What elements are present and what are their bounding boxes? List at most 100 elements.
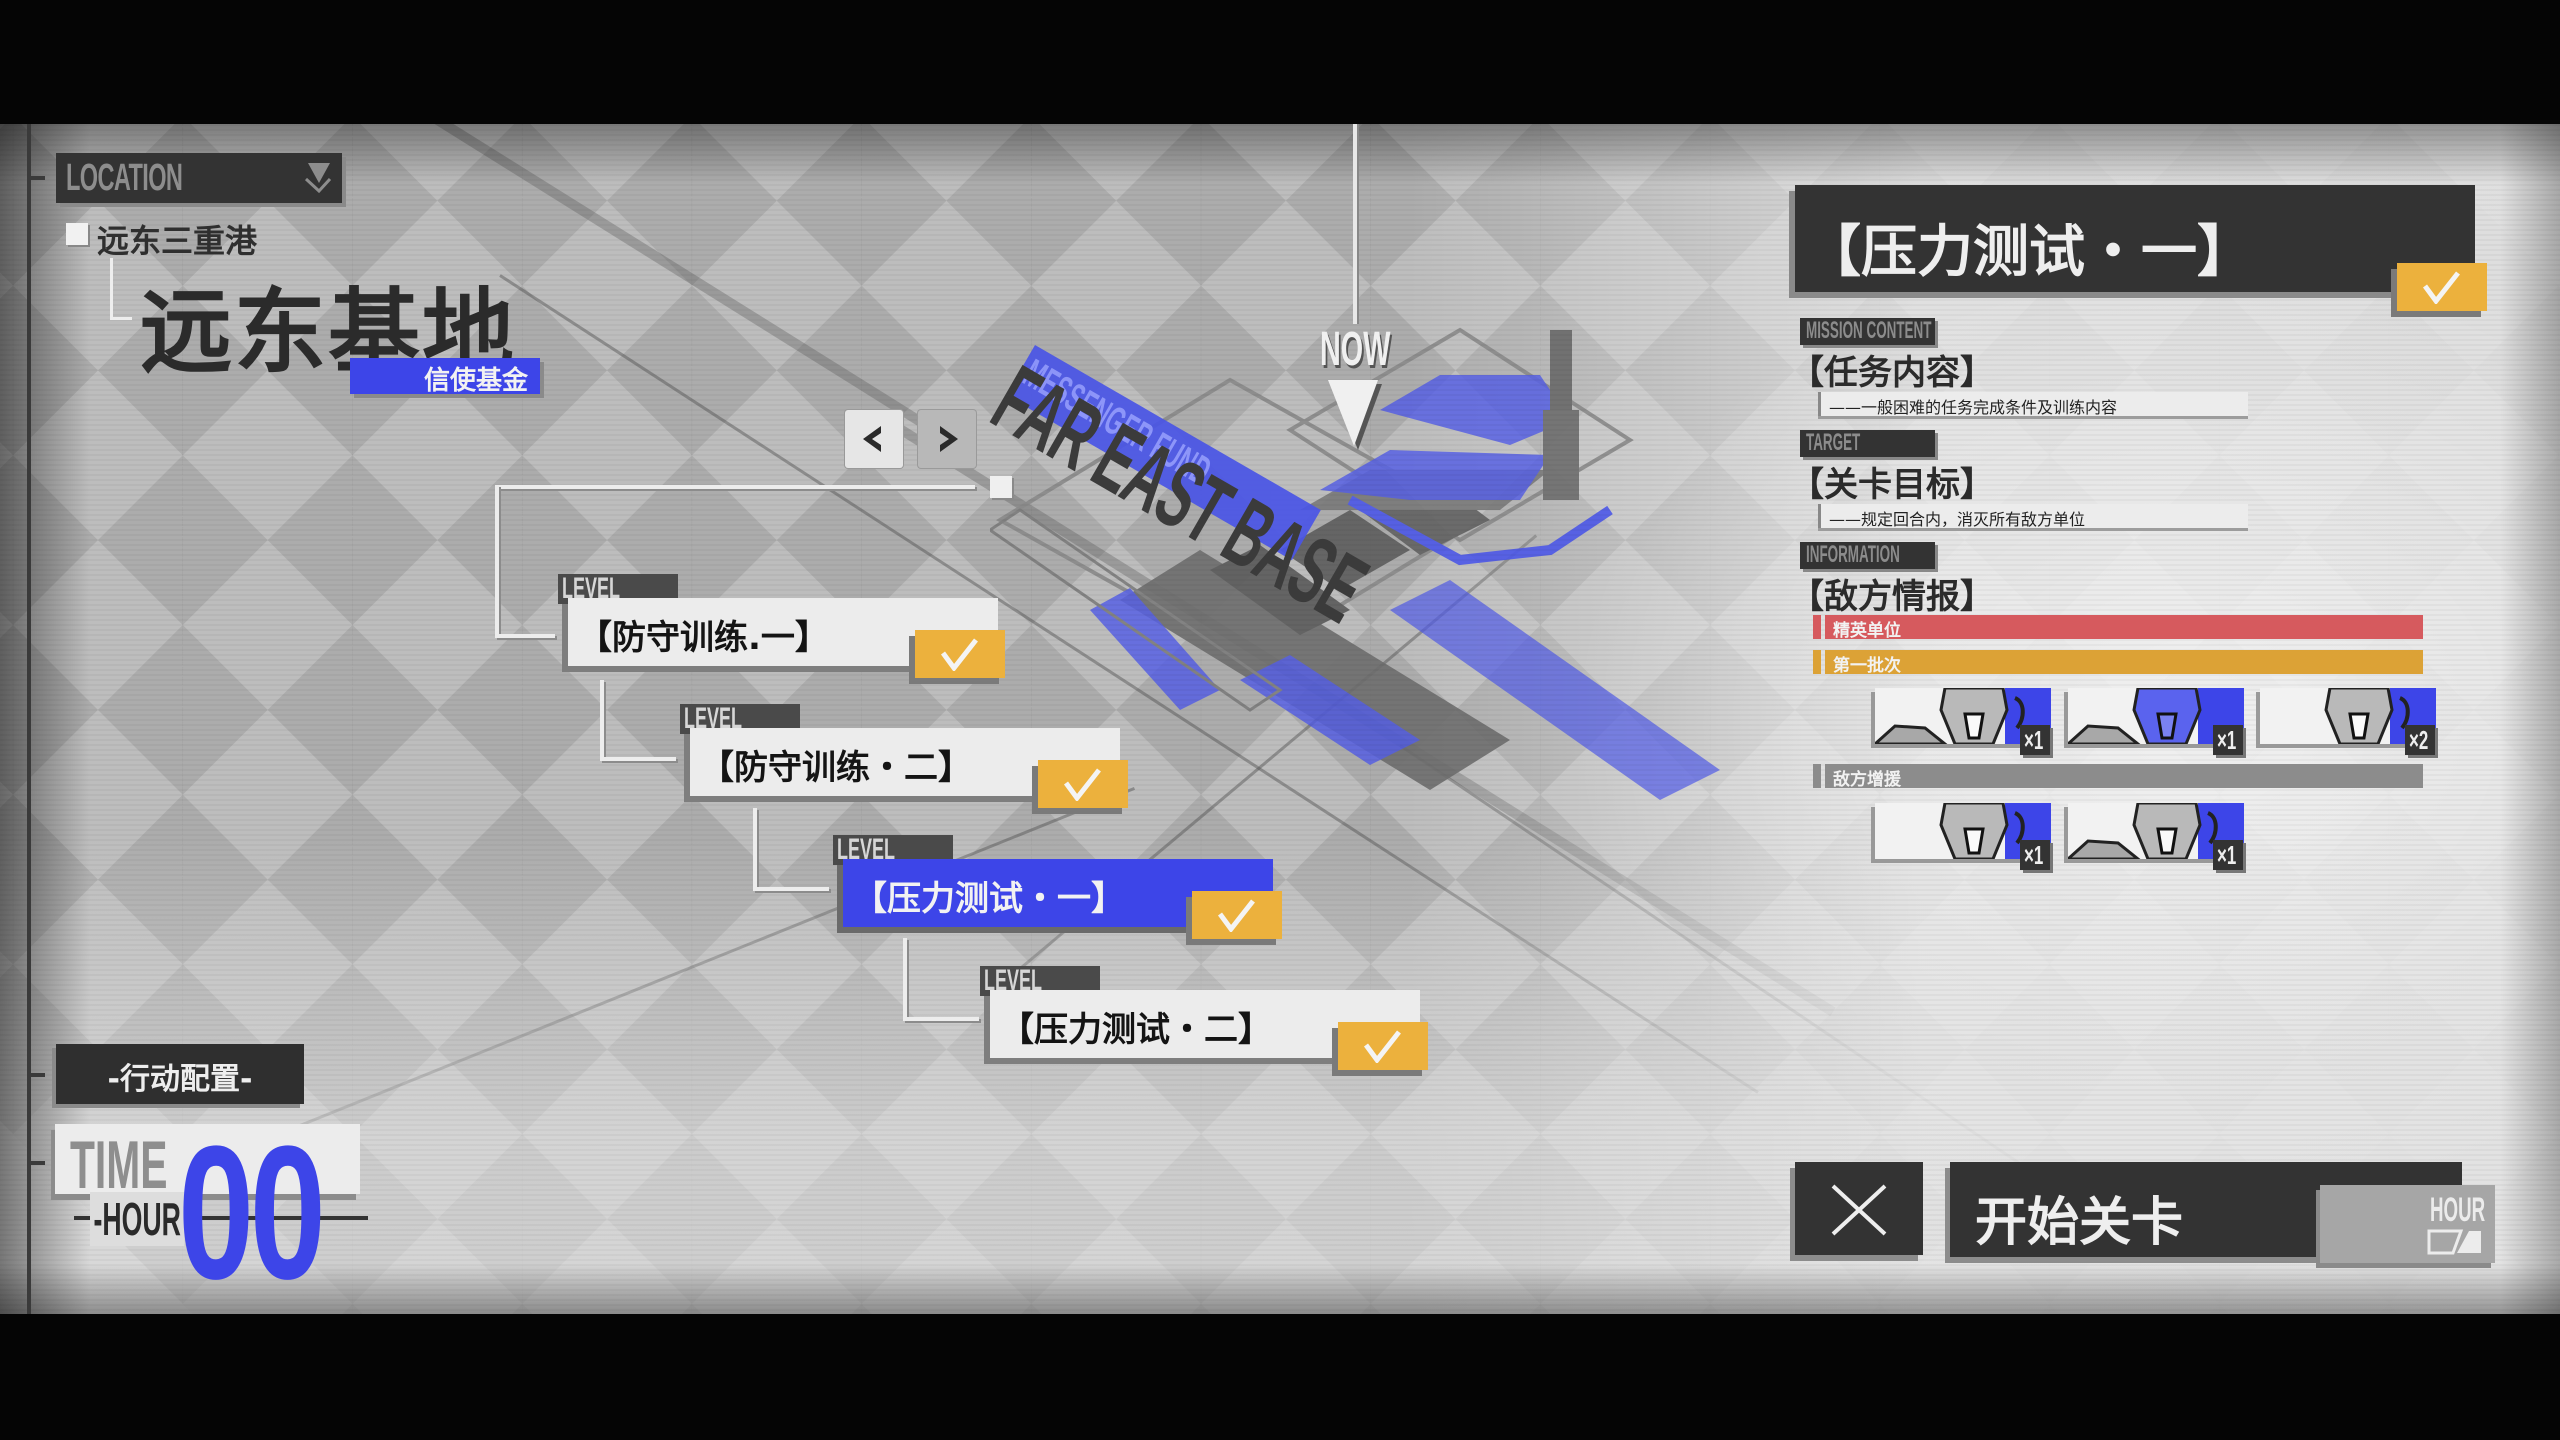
tree-line xyxy=(495,634,555,638)
time-value: 00 xyxy=(178,1107,326,1319)
action-config-label: -行动配置- xyxy=(107,1062,253,1097)
tree-line xyxy=(495,485,499,637)
information-heading: 【敌方情报】 xyxy=(1790,577,1994,617)
bar-stripe xyxy=(1813,615,1821,639)
level-name: 【压力测试・一】 xyxy=(853,879,1125,919)
faction-tag: 信使基金 xyxy=(350,358,540,396)
frame-tick xyxy=(27,1073,45,1077)
checkmark-icon xyxy=(1063,768,1101,801)
mission-content-desc: ——一般困难的任务完成条件及训练内容 xyxy=(1818,392,2248,417)
enemy-count-badge: ×1 xyxy=(2213,725,2243,755)
checkmark-icon xyxy=(1217,899,1255,932)
bar-stripe xyxy=(1813,650,1821,674)
target-desc: ——规定回合内，消灭所有敌方单位 xyxy=(1818,504,2248,529)
robot-enemy-visor-icon xyxy=(2068,688,2202,744)
reinforcements-bar: 敌方增援 xyxy=(1813,764,2423,790)
completed-check-badge xyxy=(915,630,1005,678)
prev-page-button[interactable] xyxy=(845,410,903,468)
bar-stripe xyxy=(1813,764,1821,788)
location-header[interactable]: LOCATION xyxy=(56,153,342,203)
section-desc-text: ——一般困难的任务完成条件及训练内容 xyxy=(1829,398,2118,417)
enemy-portrait[interactable] xyxy=(2260,688,2436,744)
frame-tick xyxy=(27,1161,45,1165)
now-marker-line xyxy=(1353,124,1357,324)
target-tag: TARGET xyxy=(1800,429,1935,457)
location-pin-icon xyxy=(304,163,332,194)
checkmark-icon xyxy=(940,638,978,671)
tree-line xyxy=(600,757,676,761)
chevron-left-icon xyxy=(863,426,881,452)
next-page-button[interactable] xyxy=(918,410,976,468)
robot-enemy-icon xyxy=(1939,803,2025,859)
now-label: NOW xyxy=(1320,323,1391,376)
tree-end-node xyxy=(990,476,1012,498)
tree-line xyxy=(753,887,829,891)
enemy-count: ×1 xyxy=(2024,725,2044,755)
enemy-count-badge: ×1 xyxy=(2020,840,2050,870)
enemy-group-label: 第一批次 xyxy=(1833,656,1901,676)
time-label: TIME xyxy=(70,1127,168,1203)
start-level-label: 开始关卡 xyxy=(1975,1193,2184,1253)
completed-check-badge xyxy=(1038,760,1128,808)
stage-title: 【压力测试・一】 xyxy=(1805,220,2253,285)
target-heading: 【关卡目标】 xyxy=(1790,465,1994,505)
bar-fill xyxy=(1825,615,2423,639)
hour-slot-icon xyxy=(2427,1229,2481,1255)
close-icon xyxy=(1831,1184,1887,1236)
action-config-button[interactable]: -行动配置- xyxy=(56,1044,304,1104)
robot-enemy-icon xyxy=(2324,688,2410,744)
faction-tag-label: 信使基金 xyxy=(423,366,528,396)
section-tag-label: TARGET xyxy=(1806,429,1861,456)
tree-line xyxy=(903,1017,979,1021)
bar-fill xyxy=(1825,650,2423,674)
completed-check-badge xyxy=(2397,263,2487,311)
enemy-group-label: 敌方增援 xyxy=(1833,770,1901,790)
section-tag-label: INFORMATION xyxy=(1806,541,1900,568)
bullet-square xyxy=(66,223,88,245)
level-name: 【压力测试・二】 xyxy=(1000,1010,1272,1050)
completed-check-badge xyxy=(1338,1022,1428,1070)
frame-tick xyxy=(27,176,45,180)
enemy-count-badge: ×2 xyxy=(2405,725,2435,755)
stage-title-panel: 【压力测试・一】 xyxy=(1795,185,2475,292)
hour-cost-chip: HOUR xyxy=(2320,1185,2495,1263)
tree-line xyxy=(903,938,907,1020)
tree-line xyxy=(495,485,975,489)
level-name: 【防守训练.一】 xyxy=(578,618,829,658)
tree-line xyxy=(753,808,757,890)
enemy-count: ×1 xyxy=(2024,840,2044,870)
tree-line xyxy=(600,680,604,760)
enemy-count: ×1 xyxy=(2217,840,2237,870)
frame-rail xyxy=(27,124,31,1314)
enemy-group-label: 精英单位 xyxy=(1833,621,1901,641)
checkmark-icon xyxy=(2422,271,2460,304)
chevron-right-icon xyxy=(940,426,958,452)
elite-units-bar: 精英单位 xyxy=(1813,615,2423,641)
far-east-base-map-art[interactable] xyxy=(990,270,1750,910)
time-panel xyxy=(55,1124,360,1194)
title-bracket xyxy=(110,258,132,320)
enemy-count: ×1 xyxy=(2217,725,2237,755)
now-arrow-icon xyxy=(1328,380,1382,450)
mission-content-heading: 【任务内容】 xyxy=(1790,353,1994,393)
hour-label: -HOUR xyxy=(90,1192,185,1246)
mission-content-tag: MISSION CONTENT xyxy=(1800,317,1935,345)
robot-enemy-icon xyxy=(1875,688,2025,744)
enemy-count-badge: ×1 xyxy=(2213,840,2243,870)
hour-divider xyxy=(74,1216,368,1220)
bar-fill xyxy=(1825,764,2423,788)
checkmark-icon xyxy=(1363,1030,1401,1063)
enemy-portrait[interactable] xyxy=(1875,688,2051,744)
completed-check-badge xyxy=(1192,891,1282,939)
information-tag: INFORMATION xyxy=(1800,541,1935,569)
section-tag-label: MISSION CONTENT xyxy=(1806,317,1932,344)
enemy-count-badge: ×1 xyxy=(2020,725,2050,755)
level-name: 【防守训练・二】 xyxy=(700,748,972,788)
enemy-count: ×2 xyxy=(2409,725,2429,755)
wave-one-bar: 第一批次 xyxy=(1813,650,2423,676)
robot-enemy-icon xyxy=(2068,803,2218,859)
hour-chip-label: HOUR xyxy=(2429,1191,2485,1229)
location-label: LOCATION xyxy=(66,157,183,199)
region-name: 远东三重港 xyxy=(97,222,258,260)
cancel-button[interactable] xyxy=(1795,1162,1923,1255)
